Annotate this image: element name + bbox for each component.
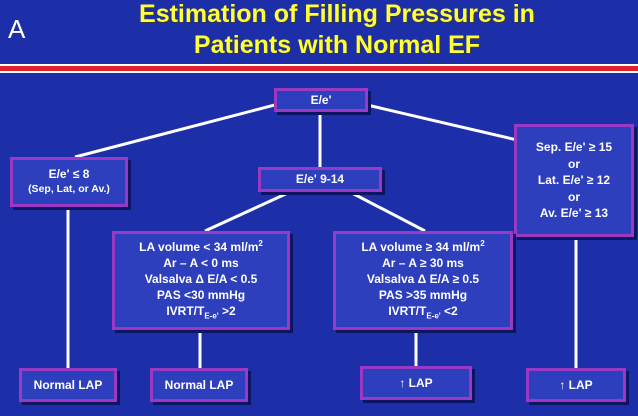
node-root-label: E/e' (310, 92, 332, 107)
node-ee-high-septal: Sep. E/e' ≥ 15 (535, 140, 613, 155)
criteria-normal-valsalva: Valsalva Δ E/A < 0.5 (144, 272, 258, 287)
outcome-normal-lap-2: Normal LAP (150, 368, 248, 402)
criteria-normal-pas: PAS <30 mmHg (156, 288, 246, 303)
title-line-1: Estimation of Filling Pressures in (139, 0, 535, 28)
criteria-normal-ar-a: Ar – A < 0 ms (163, 256, 239, 271)
criteria-elevated-pas: PAS >35 mmHg (378, 288, 468, 303)
connector-mid-criteria-elevated (349, 190, 426, 233)
node-root-ee-ratio: E/e' (274, 88, 368, 112)
node-ee-low-label: E/e' ≤ 8 (48, 167, 90, 181)
node-ee-mid-label: E/e' 9-14 (295, 172, 345, 186)
title-line-2: Patients with Normal EF (193, 31, 481, 59)
connector-root-low (74, 99, 291, 159)
criteria-normal-ivrt: IVRT/TE-e' >2 (166, 304, 236, 321)
outcome-elevated-lap-1-label: ↑ LAP (399, 375, 433, 390)
outcome-normal-lap-1-label: Normal LAP (33, 377, 103, 392)
outcome-normal-lap-2-label: Normal LAP (164, 377, 234, 392)
outcome-elevated-lap-1: ↑ LAP (360, 366, 472, 400)
node-ee-low-sites: (Sep, Lat, or Av.) (28, 183, 110, 195)
title-divider (0, 64, 638, 73)
criteria-elevated-ar-a: Ar – A ≥ 30 ms (382, 256, 464, 271)
node-ee-high: Sep. E/e' ≥ 15 or Lat. E/e' ≥ 12 or Av. … (514, 124, 634, 237)
connector-mid-criteria-normal (204, 190, 291, 233)
node-ee-high-or-1: or (568, 156, 580, 171)
node-ee-low: E/e' ≤ 8 (Sep, Lat, or Av.) (10, 157, 128, 207)
outcome-elevated-lap-2: ↑ LAP (526, 368, 626, 402)
criteria-elevated-ivrt: IVRT/TE-e' <2 (388, 304, 458, 321)
outcome-normal-lap-1: Normal LAP (19, 368, 117, 402)
node-criteria-normal: LA volume < 34 ml/m2 Ar – A < 0 ms Valsa… (112, 231, 290, 330)
criteria-normal-la-volume: LA volume < 34 ml/m2 (139, 239, 263, 255)
node-ee-high-average: Av. E/e' ≥ 13 (539, 206, 609, 221)
criteria-elevated-la-volume: LA volume ≥ 34 ml/m2 (361, 239, 485, 255)
node-ee-high-lateral: Lat. E/e' ≥ 12 (537, 173, 611, 188)
node-criteria-elevated: LA volume ≥ 34 ml/m2 Ar – A ≥ 30 ms Vals… (333, 231, 513, 330)
node-ee-mid: E/e' 9-14 (258, 167, 382, 192)
node-ee-high-or-2: or (568, 189, 580, 204)
criteria-elevated-valsalva: Valsalva Δ E/A ≥ 0.5 (366, 272, 480, 287)
panel-label: A (8, 14, 26, 44)
outcome-elevated-lap-2-label: ↑ LAP (559, 377, 593, 392)
